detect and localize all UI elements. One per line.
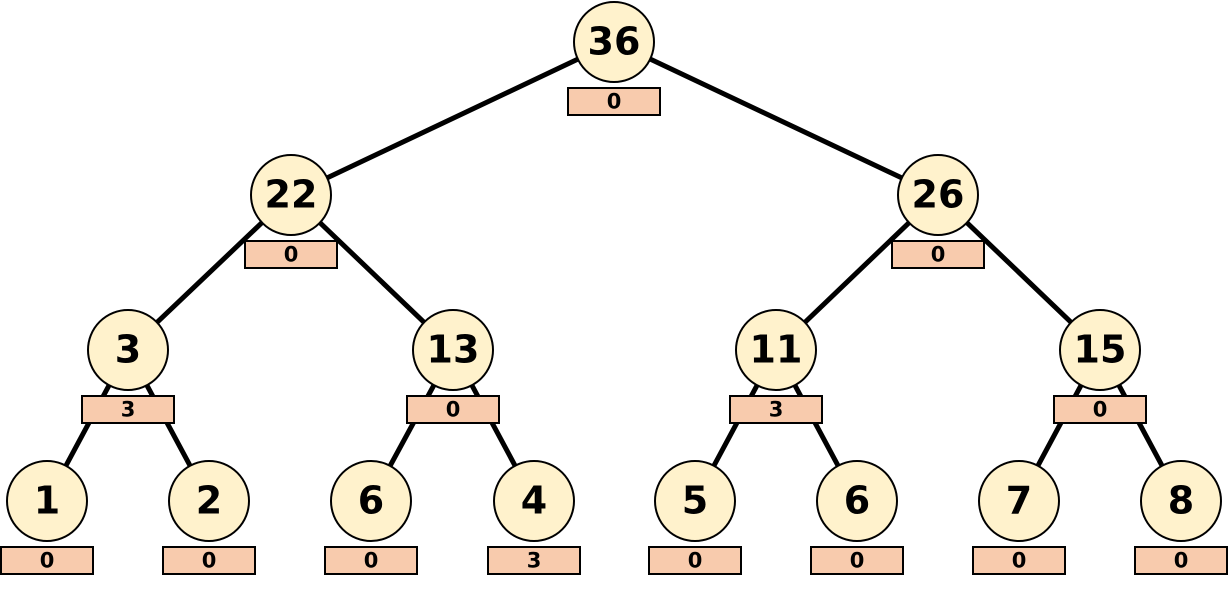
tree-node-2: 22 0	[244, 154, 338, 269]
node-value: 15	[1074, 328, 1127, 372]
tree-node-4: 33	[81, 309, 175, 424]
tree-node-14: 70	[972, 460, 1066, 575]
tree-node-7: 15 0	[1053, 309, 1147, 424]
lazy-box	[648, 546, 742, 575]
lazy-value: 0	[446, 398, 461, 422]
lazy-value: 3	[769, 398, 784, 422]
lazy-box	[162, 546, 256, 575]
tree-node-8: 10	[0, 460, 94, 575]
lazy-value: 0	[688, 549, 703, 573]
lazy-box	[891, 240, 985, 269]
lazy-box	[1134, 546, 1228, 575]
lazy-value: 0	[850, 549, 865, 573]
lazy-value: 0	[607, 90, 622, 114]
lazy-box	[972, 546, 1066, 575]
node-circle	[168, 460, 250, 542]
node-circle	[1140, 460, 1222, 542]
lazy-value: 0	[1174, 549, 1189, 573]
lazy-box	[0, 546, 94, 575]
lazy-value: 3	[527, 549, 542, 573]
node-circle	[1059, 309, 1141, 391]
lazy-value: 0	[40, 549, 55, 573]
node-value: 6	[358, 479, 384, 523]
node-circle	[897, 154, 979, 236]
tree-node-9: 20	[162, 460, 256, 575]
lazy-box	[81, 395, 175, 424]
lazy-box	[1053, 395, 1147, 424]
node-value: 36	[588, 20, 641, 64]
lazy-box	[567, 87, 661, 116]
tree-node-12: 50	[648, 460, 742, 575]
node-value: 6	[844, 479, 870, 523]
node-value: 22	[265, 173, 318, 217]
node-value: 2	[196, 479, 222, 523]
tree-node-3: 26 0	[891, 154, 985, 269]
node-value: 13	[427, 328, 480, 372]
node-circle	[412, 309, 494, 391]
lazy-value: 0	[364, 549, 379, 573]
tree-node-1: 36 0	[567, 1, 661, 116]
node-value: 8	[1168, 479, 1194, 523]
node-circle	[735, 309, 817, 391]
tree-node-13: 60	[810, 460, 904, 575]
lazy-box	[810, 546, 904, 575]
lazy-value: 0	[1093, 398, 1108, 422]
node-value: 4	[521, 479, 547, 523]
node-value: 7	[1006, 479, 1032, 523]
node-circle	[87, 309, 169, 391]
lazy-box	[324, 546, 418, 575]
tree-node-6: 11 3	[729, 309, 823, 424]
lazy-box	[406, 395, 500, 424]
node-circle	[654, 460, 736, 542]
node-circle	[978, 460, 1060, 542]
tree-node-5: 13 0	[406, 309, 500, 424]
tree-node-10: 60	[324, 460, 418, 575]
edge-1-2	[288, 39, 617, 198]
node-circle	[573, 1, 655, 83]
tree-node-11: 43	[487, 460, 581, 575]
lazy-box	[487, 546, 581, 575]
node-circle	[250, 154, 332, 236]
node-value: 1	[34, 479, 60, 523]
lazy-box	[729, 395, 823, 424]
node-circle	[816, 460, 898, 542]
lazy-value: 0	[202, 549, 217, 573]
node-value: 11	[750, 328, 803, 372]
lazy-value: 0	[931, 243, 946, 267]
node-value: 5	[682, 479, 708, 523]
node-circle	[6, 460, 88, 542]
node-circle	[493, 460, 575, 542]
lazy-box	[244, 240, 338, 269]
lazy-value: 3	[121, 398, 136, 422]
lazy-value: 0	[1012, 549, 1027, 573]
node-value: 3	[115, 328, 141, 372]
tree-node-15: 80	[1134, 460, 1228, 575]
node-value: 26	[912, 173, 965, 217]
lazy-value: 0	[284, 243, 299, 267]
edge-1-3	[611, 39, 941, 198]
node-circle	[330, 460, 412, 542]
